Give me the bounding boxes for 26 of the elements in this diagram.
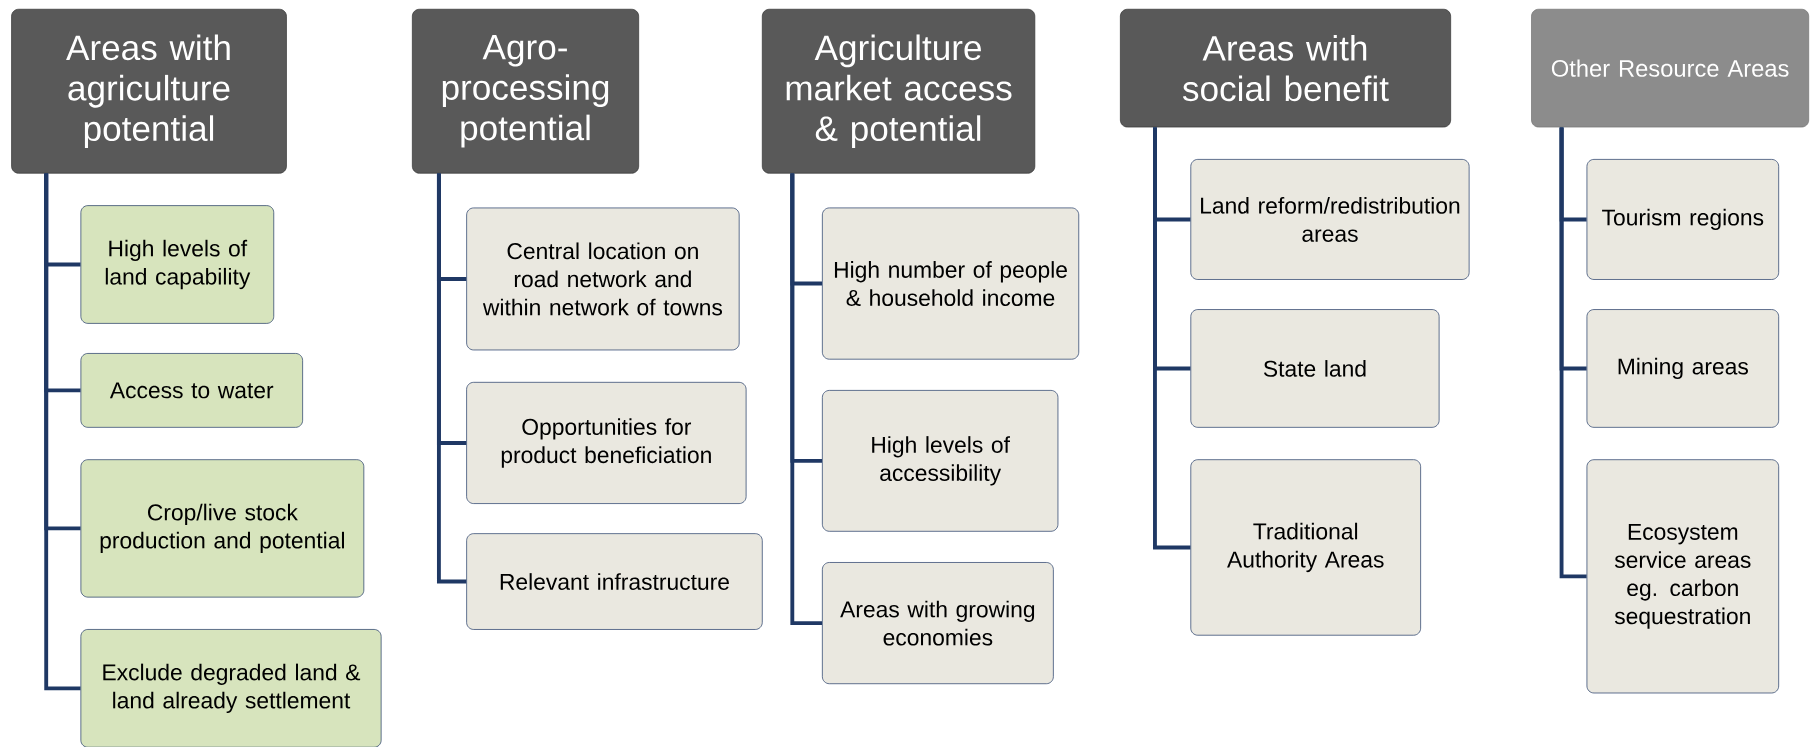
item-box: Opportunities for product beneficiation xyxy=(466,381,747,504)
connector-line xyxy=(1559,127,1587,579)
item-box: Crop/live stock production and potential xyxy=(80,459,365,598)
connector-line xyxy=(790,173,822,626)
item-box: Exclude degraded land & land already settlement xyxy=(80,629,382,747)
item-box: Access to water xyxy=(80,353,303,428)
header-box: Areas with social benefit xyxy=(1120,8,1451,128)
item-box: State land xyxy=(1190,309,1440,428)
item-box: Relevant infrastructure xyxy=(466,533,763,630)
header-box: Agriculture market access & potential xyxy=(761,8,1036,174)
connector-line xyxy=(436,173,467,584)
item-box: Tourism regions xyxy=(1586,159,1780,280)
item-box: Ecosystem service areas eg. carbon sequestration xyxy=(1586,459,1780,694)
item-box: Mining areas xyxy=(1586,309,1780,428)
connector-line xyxy=(44,173,81,691)
header-box: Areas with agriculture potential xyxy=(11,8,287,174)
item-box: High levels of accessibility xyxy=(822,390,1059,532)
item-box: Central location on road network and within network of towns xyxy=(466,207,740,351)
item-box: Land reform/redistribution areas xyxy=(1190,159,1470,280)
header-box: Agro-processing potential xyxy=(411,8,640,174)
item-box: High levels of land capability xyxy=(80,205,275,324)
item-box: Areas with growing economies xyxy=(822,562,1054,685)
header-box: Other Resource Areas xyxy=(1531,8,1810,128)
connector-line xyxy=(1153,127,1191,550)
item-box: High number of people & household income xyxy=(822,207,1080,360)
item-box: Traditional Authority Areas xyxy=(1190,459,1421,636)
